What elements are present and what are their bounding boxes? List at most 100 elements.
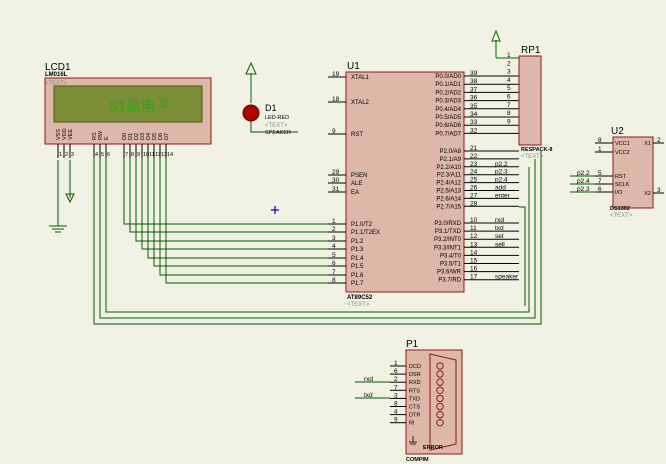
- mcu-pin-label: P1.6: [351, 273, 364, 279]
- lcd-pin-number: 8: [131, 152, 134, 158]
- rtc-net-label: p2.2: [577, 170, 590, 177]
- mcu-pin-number: 16: [470, 266, 478, 273]
- mcu-pin-number: 22: [470, 153, 478, 160]
- lcd-screen: [53, 85, 203, 123]
- compim-ground-icon: [409, 436, 417, 445]
- lcd-pin-number: 14: [167, 152, 173, 158]
- lcd-pin-label: VEE: [68, 129, 74, 140]
- mcu-pin-number: 8: [332, 277, 336, 284]
- led-net-label: SPEAKER: [265, 130, 291, 136]
- rtc-pin-number: 8: [598, 137, 602, 144]
- mcu-pin-label: P2.0/A8: [440, 149, 462, 155]
- db9-pin-icon: [436, 370, 444, 378]
- lcd-pin-number: 13: [161, 152, 167, 158]
- mcu-body: [345, 71, 465, 293]
- mcu-pin-number: 6: [332, 260, 336, 267]
- mcu-pin-number: 31: [332, 186, 340, 193]
- led-component[interactable]: D1 LED-RED <TEXT> SPEAKER: [242, 61, 298, 136]
- mcu-pin-number: 27: [470, 192, 478, 199]
- mcu-pin-number: 35: [470, 103, 478, 110]
- lcd-pin-number: 11: [149, 152, 155, 158]
- rtc-net-label: p2.3: [577, 186, 590, 193]
- mcu-pin-number: 24: [470, 169, 478, 176]
- lcd-data-wire: [159, 158, 328, 276]
- mcu-pin-label: P3.4/T0: [440, 253, 462, 259]
- mcu-pin-label: XTAL2: [351, 100, 370, 106]
- db9-pin-icon: [436, 362, 444, 370]
- rp-pin-number: 4: [507, 77, 511, 84]
- mcu-model: AT89C52: [347, 295, 373, 301]
- rp-body: [518, 55, 542, 146]
- compim-pin-number: 3: [394, 392, 398, 399]
- mcu-pin-label: P2.7/A15: [436, 204, 461, 210]
- compim-pin-number: 4: [394, 409, 398, 416]
- compim-ref: P1: [406, 339, 419, 350]
- rtc-body: [612, 136, 654, 209]
- mcu-pin-number: 29: [332, 169, 340, 176]
- rtc-pin-number: 6: [598, 186, 602, 193]
- db9-pin-icon: [436, 394, 444, 403]
- compim-pin-label: CTS: [409, 405, 420, 411]
- mcu-pin-number: 13: [470, 241, 478, 248]
- rtc-pin-number: 1: [598, 146, 602, 153]
- compim-pin-label: DCD: [409, 364, 421, 370]
- crosshair-cursor-icon: [271, 206, 279, 214]
- mcu-net-label: p2.3: [495, 169, 508, 176]
- mcu-pin-number: 23: [470, 161, 478, 168]
- lcd-data-wire: [153, 158, 328, 267]
- rp-pin-number: 2: [507, 60, 511, 67]
- rp-pin-number: 8: [507, 110, 511, 117]
- lcd-pin-number: 6: [107, 152, 110, 158]
- rtc-pin-label: X1: [644, 141, 651, 147]
- compim-pin-number: 6: [394, 368, 398, 375]
- mcu-ref: U1: [347, 61, 360, 72]
- rtc-pin-label: VCC1: [615, 141, 630, 147]
- lcd-pin-label: D0: [122, 133, 128, 140]
- led-text-tag: <TEXT>: [265, 123, 288, 129]
- db9-pin-icon: [436, 419, 444, 427]
- led-model: LED-RED: [265, 115, 289, 121]
- mcu-pin-number: 33: [470, 119, 478, 126]
- rp-model: RESPACK-8: [521, 147, 552, 153]
- mcu-pin-number: 30: [332, 177, 340, 184]
- mcu-net-label: speaker: [495, 274, 519, 281]
- mcu-pin-label: P3.3/INT1: [434, 245, 462, 251]
- db9-pin-icon: [436, 386, 444, 394]
- wire-layer: [93, 151, 542, 325]
- lcd-data-wire: [141, 158, 328, 250]
- mcu-pin-number: 37: [470, 86, 478, 93]
- lcd-pin-number: 9: [137, 152, 140, 158]
- compim-pin-label: TXD: [409, 396, 420, 402]
- lcd-text-tag: <TEXT>: [45, 81, 68, 87]
- compim-model: COMPIM: [406, 457, 429, 463]
- mcu-pin-label: P0.0/AD0: [435, 74, 461, 80]
- rp-pin-number: 3: [507, 69, 511, 76]
- rp-text-tag: <TEXT>: [521, 154, 544, 160]
- rtc-pin-number: 7: [598, 178, 602, 185]
- lcd-module[interactable]: 51黑电子 LCD1 LM016L <TEXT> VSS1VDD2VEE3RS4…: [44, 62, 212, 233]
- db9-pin-icon: [436, 378, 444, 386]
- lcd-data-wire: [135, 158, 328, 242]
- mcu-pin-label: P2.4/A12: [436, 181, 461, 187]
- mcu-pin-number: 15: [470, 258, 478, 265]
- mcu-net-label: rxd: [495, 217, 504, 224]
- compim-pin-label: RTS: [409, 388, 420, 394]
- led-ref: D1: [265, 103, 277, 113]
- mcu-pin-label: XTAL1: [351, 75, 370, 81]
- lcd-vee-arrow-icon: [65, 160, 75, 204]
- lcd-pin-label: D3: [140, 133, 146, 140]
- mcu-pin-number: 38: [470, 78, 478, 85]
- mcu-pin-label: P3.0/RXD: [434, 221, 461, 227]
- mcu-pin-number: 39: [470, 70, 478, 77]
- rp-power-arrow-icon: [491, 29, 519, 59]
- rtc-pin-label: I/O: [615, 190, 623, 196]
- mcu-pin-label: P1.3: [351, 247, 364, 253]
